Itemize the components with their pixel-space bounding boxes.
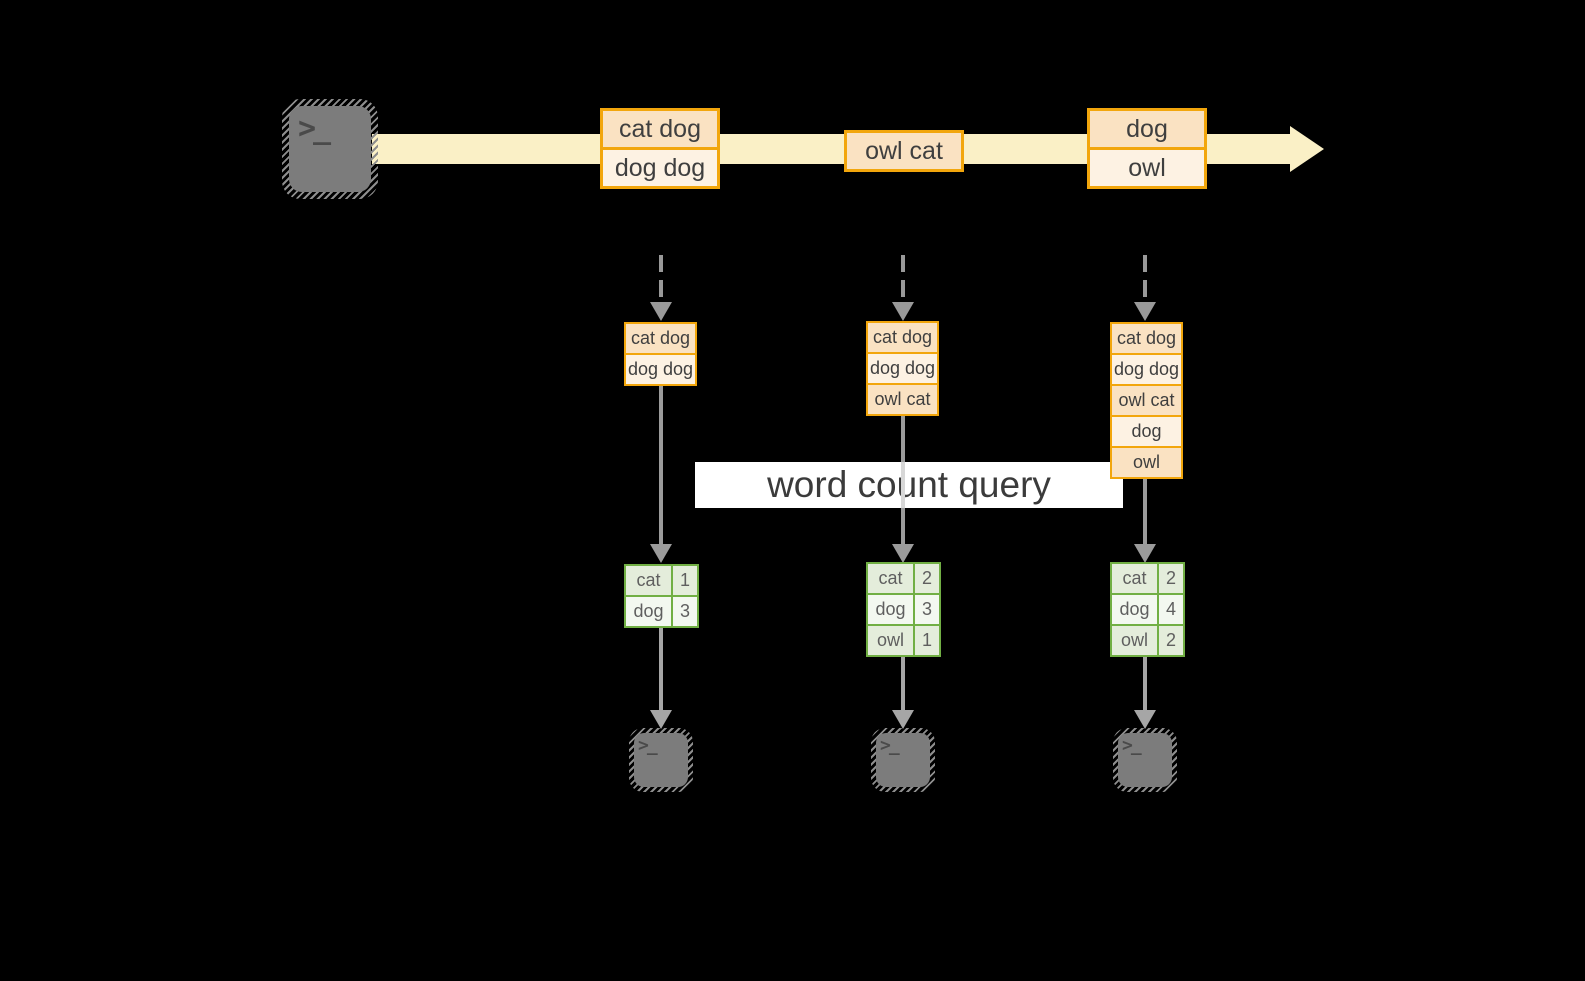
terminal-screen <box>634 733 688 787</box>
dashed-arrow-2 <box>901 255 905 272</box>
query-arrow-1 <box>659 386 663 544</box>
output-arrowhead-2-icon <box>892 710 914 729</box>
result-word: cat <box>868 564 913 593</box>
query-arrowhead-1-icon <box>650 544 672 563</box>
result-word: cat <box>626 566 671 595</box>
sink-terminal-3-icon: >_ <box>1113 728 1177 792</box>
state-line: owl <box>1112 448 1181 477</box>
input-state-2: cat dog dog dog owl cat <box>866 321 939 416</box>
stream-line: owl <box>1090 150 1204 186</box>
query-label: word count query <box>695 462 1123 508</box>
result-word: dog <box>626 597 671 626</box>
terminal-screen <box>876 733 930 787</box>
result-table-2: cat 2 dog 3 owl 1 <box>866 562 941 657</box>
output-arrow-2 <box>901 657 905 712</box>
dashed-arrow-3-segment <box>1143 280 1147 297</box>
dashed-arrowhead-2-icon <box>892 302 914 321</box>
state-line: cat dog <box>626 324 695 353</box>
result-word: dog <box>868 595 913 624</box>
input-state-3: cat dog dog dog owl cat dog owl <box>1110 322 1183 479</box>
result-table-3: cat 2 dog 4 owl 2 <box>1110 562 1185 657</box>
result-count: 2 <box>1159 564 1183 593</box>
stream-batch-1: cat dog dog dog <box>600 108 720 189</box>
result-count: 3 <box>915 595 939 624</box>
dashed-arrowhead-3-icon <box>1134 302 1156 321</box>
terminal-prompt-icon: >_ <box>880 735 900 756</box>
result-word: cat <box>1112 564 1157 593</box>
terminal-prompt-icon: >_ <box>1122 735 1142 756</box>
query-arrow-2-faint-segment <box>901 462 905 508</box>
stream-batch-2: owl cat <box>844 130 964 172</box>
terminal-screen <box>1118 733 1172 787</box>
result-count: 1 <box>673 566 697 595</box>
state-line: dog dog <box>868 354 937 383</box>
result-count: 3 <box>673 597 697 626</box>
stream-line: dog <box>1090 111 1204 147</box>
state-line: cat dog <box>1112 324 1181 353</box>
terminal-prompt-icon: >_ <box>638 735 658 756</box>
result-count: 2 <box>1159 626 1183 655</box>
result-word: dog <box>1112 595 1157 624</box>
query-arrowhead-3-icon <box>1134 544 1156 563</box>
state-line: owl cat <box>868 385 937 414</box>
state-line: dog dog <box>626 355 695 384</box>
dashed-arrow-1 <box>659 255 663 272</box>
state-line: cat dog <box>868 323 937 352</box>
source-terminal-icon: >_ <box>282 99 378 199</box>
stream-line: owl cat <box>847 133 961 169</box>
result-count: 1 <box>915 626 939 655</box>
dashed-arrow-1-segment <box>659 280 663 297</box>
state-line: dog <box>1112 417 1181 446</box>
query-arrowhead-2-icon <box>892 544 914 563</box>
output-arrow-3 <box>1143 657 1147 712</box>
result-count: 4 <box>1159 595 1183 624</box>
sink-terminal-1-icon: >_ <box>629 728 693 792</box>
query-arrow-3 <box>1143 479 1147 544</box>
stream-line: dog dog <box>603 150 717 186</box>
terminal-screen <box>289 106 371 192</box>
stream-arrowhead-icon <box>1290 126 1324 172</box>
state-line: dog dog <box>1112 355 1181 384</box>
state-line: owl cat <box>1112 386 1181 415</box>
dashed-arrow-3 <box>1143 255 1147 272</box>
stream-batch-3: dog owl <box>1087 108 1207 189</box>
stream-line: cat dog <box>603 111 717 147</box>
output-arrowhead-3-icon <box>1134 710 1156 729</box>
result-word: owl <box>1112 626 1157 655</box>
terminal-prompt-icon: >_ <box>298 111 331 146</box>
sink-terminal-2-icon: >_ <box>871 728 935 792</box>
output-arrow-1 <box>659 628 663 712</box>
result-count: 2 <box>915 564 939 593</box>
dashed-arrowhead-1-icon <box>650 302 672 321</box>
input-state-1: cat dog dog dog <box>624 322 697 386</box>
dashed-arrow-2-segment <box>901 280 905 297</box>
result-table-1: cat 1 dog 3 <box>624 564 699 628</box>
result-word: owl <box>868 626 913 655</box>
output-arrowhead-1-icon <box>650 710 672 729</box>
